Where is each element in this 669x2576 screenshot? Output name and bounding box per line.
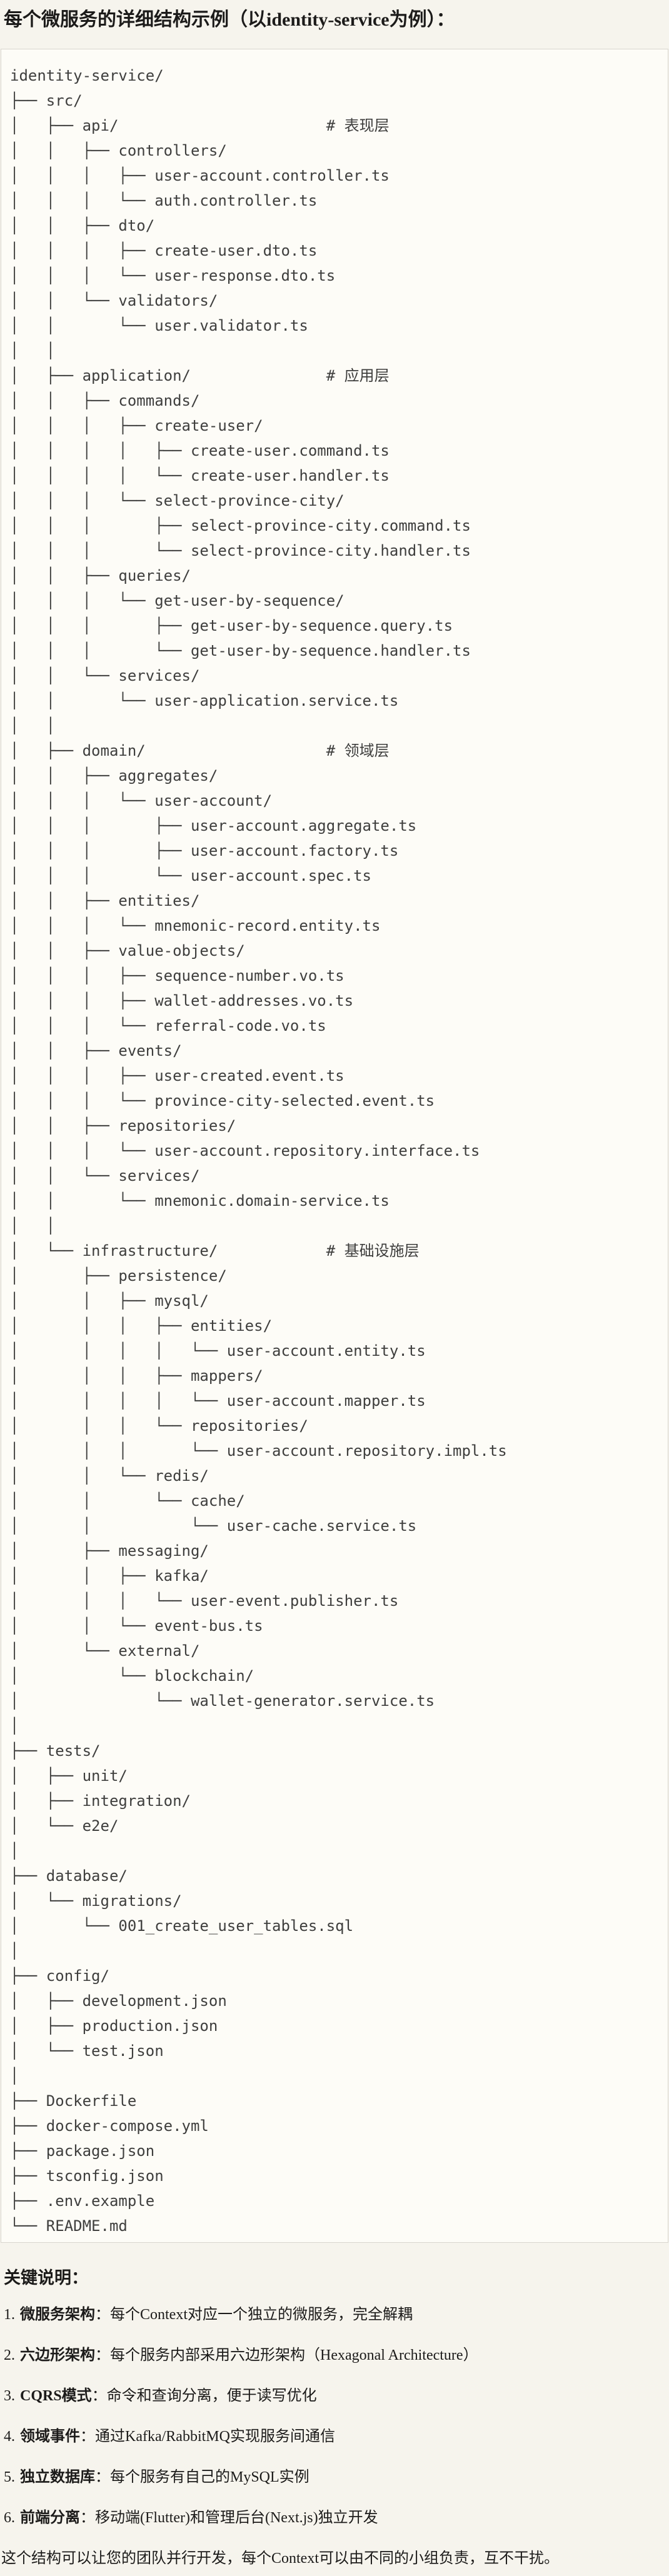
notes-section: 关键说明： 1. 微服务架构：每个Context对应一个独立的微服务，完全解耦 2… <box>0 2267 669 2568</box>
note-label: 六边形架构 <box>20 2347 95 2363</box>
note-item-hexagonal: 2. 六边形架构：每个服务内部采用六边形架构（Hexagonal Architec… <box>4 2346 665 2365</box>
note-label: CQRS模式 <box>20 2388 92 2404</box>
note-text: ：每个Context对应一个独立的微服务，完全解耦 <box>95 2307 413 2323</box>
note-item-frontend: 6. 前端分离：移动端(Flutter)和管理后台(Next.js)独立开发 <box>4 2508 665 2528</box>
note-number: 2. <box>4 2347 15 2363</box>
note-text: ：每个服务有自己的MySQL实例 <box>95 2469 309 2485</box>
note-number: 5. <box>4 2469 15 2485</box>
note-item-domain-events: 4. 领域事件：通过Kafka/RabbitMQ实现服务间通信 <box>4 2427 665 2447</box>
note-item-microservice: 1. 微服务架构：每个Context对应一个独立的微服务，完全解耦 <box>4 2305 665 2325</box>
note-label: 独立数据库 <box>20 2469 95 2485</box>
note-number: 4. <box>4 2428 15 2445</box>
page-title: 每个微服务的详细结构示例（以identity-service为例）： <box>4 9 455 30</box>
note-item-cqrs: 3. CQRS模式：命令和查询分离，便于读写优化 <box>4 2387 665 2406</box>
note-number: 6. <box>4 2510 15 2526</box>
directory-tree-code-block: identity-service/ ├── src/ │ ├── api/ # … <box>1 49 668 2243</box>
note-label: 前端分离 <box>20 2510 80 2526</box>
note-text: ：命令和查询分离，便于读写优化 <box>91 2388 317 2404</box>
notes-footer: 这个结构可以让您的团队并行开发，每个Context可以由不同的小组负责，互不干扰… <box>1 2550 559 2567</box>
note-label: 微服务架构 <box>20 2307 95 2323</box>
note-label: 领域事件 <box>20 2428 80 2445</box>
notes-heading: 关键说明： <box>4 2268 88 2287</box>
note-text: ：通过Kafka/RabbitMQ实现服务间通信 <box>80 2428 335 2445</box>
note-number: 1. <box>4 2307 15 2323</box>
note-text: ：每个服务内部采用六边形架构（Hexagonal Architecture） <box>95 2347 478 2363</box>
document: { "title": "每个微服务的详细结构示例（以identity-servi… <box>0 8 669 2568</box>
note-text: ：移动端(Flutter)和管理后台(Next.js)独立开发 <box>80 2510 378 2526</box>
note-item-database: 5. 独立数据库：每个服务有自己的MySQL实例 <box>4 2468 665 2487</box>
note-number: 3. <box>4 2388 15 2404</box>
